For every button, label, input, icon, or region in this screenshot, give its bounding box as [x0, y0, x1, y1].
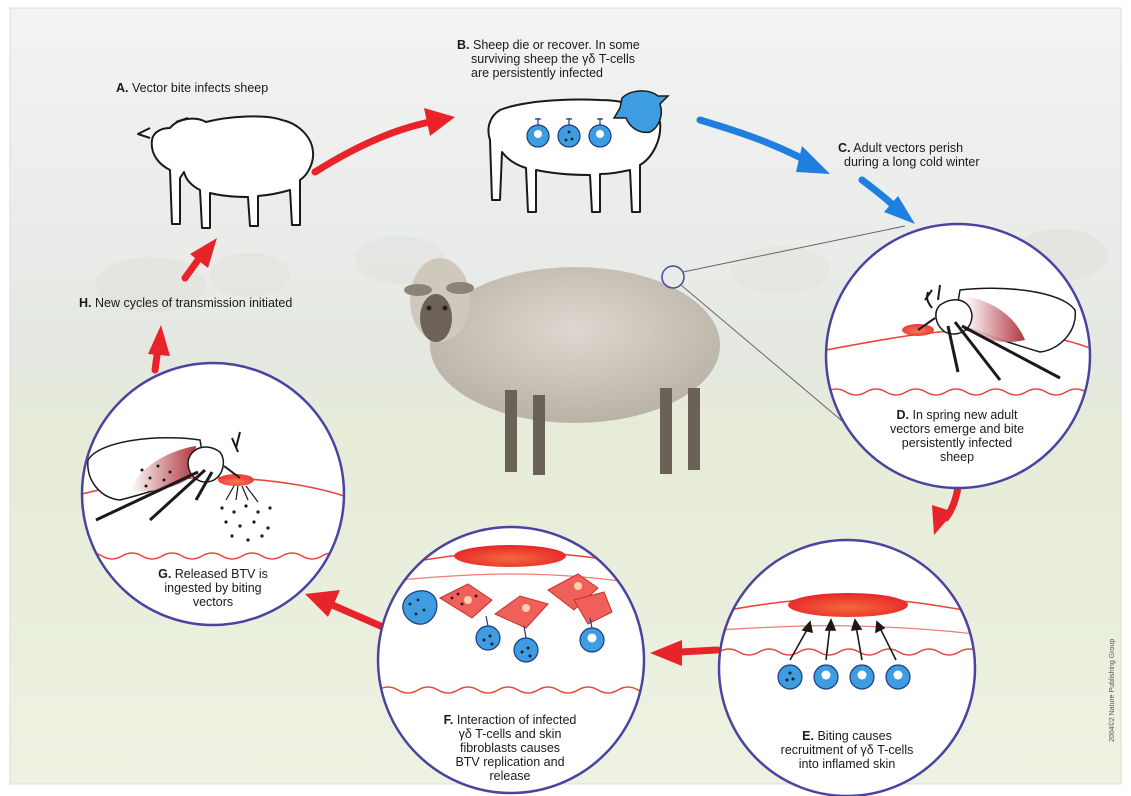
- step-c-label: C. Adult vectors perish during a long co…: [838, 141, 980, 169]
- step-b-label: B. Sheep die or recover. In some survivi…: [457, 38, 640, 80]
- step-e-label: E. Biting causes recruitment of γδ T-cel…: [762, 729, 932, 771]
- step-d-label: D. In spring new adult vectors emerge an…: [872, 408, 1042, 464]
- credit-text: 2004©2 Nature Publishing Group: [1109, 639, 1116, 742]
- step-h-label: H. New cycles of transmission initiated: [79, 296, 292, 310]
- step-g-label: G. Released BTV is ingested by biting ve…: [128, 567, 298, 609]
- step-f-label: F. Interaction of infected γδ T-cells an…: [420, 713, 600, 783]
- step-a-label: A. Vector bite infects sheep: [116, 81, 268, 95]
